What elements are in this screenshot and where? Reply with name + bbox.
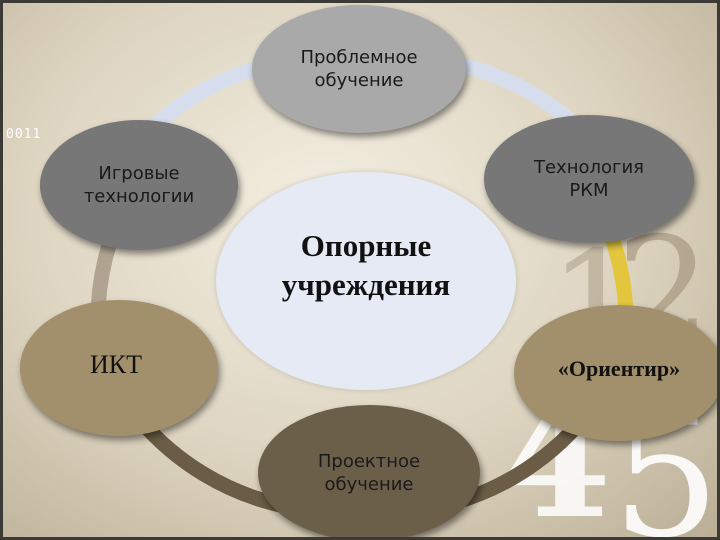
node-game-technologies: Игровые технологии: [40, 120, 238, 250]
node-ikt-label: ИКТ: [90, 350, 142, 379]
node-rkm: Технология РКМ: [484, 115, 694, 243]
binary-text: 0011: [6, 127, 42, 142]
node-problem-learning-label: Проблемное обучение: [300, 46, 418, 91]
center-label: Опорные учреждения: [281, 228, 451, 302]
node-game-technologies-label: Игровые технологии: [83, 162, 195, 207]
node-project-learning: Проектное обучение: [258, 405, 480, 540]
center-node: Опорные учреждения: [216, 172, 516, 390]
node-rkm-label: Технология РКМ: [533, 156, 644, 201]
ring-arc-bottom-left: [134, 415, 282, 513]
node-orientir: «Ориентир»: [514, 305, 720, 441]
node-ikt: ИКТ: [20, 300, 218, 436]
node-problem-learning: Проблемное обучение: [252, 5, 466, 133]
node-project-learning-label: Проектное обучение: [317, 450, 421, 495]
node-orientir-label: «Ориентир»: [557, 356, 681, 381]
